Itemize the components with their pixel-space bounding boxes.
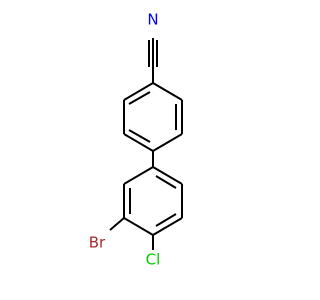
bromine-atom-label: Br (89, 234, 106, 252)
upper-benzene-ring (123, 82, 183, 152)
chlorine-atom-label: Cl (146, 251, 161, 269)
bromine-bond (109, 217, 125, 231)
structure-canvas: N Br Cl (88, 10, 183, 269)
molecule-drawing: N Br Cl (89, 11, 183, 269)
lower-benzene-ring (123, 166, 183, 236)
nitrogen-atom-label: N (147, 11, 158, 29)
nitrile-triple-bond (148, 38, 158, 68)
